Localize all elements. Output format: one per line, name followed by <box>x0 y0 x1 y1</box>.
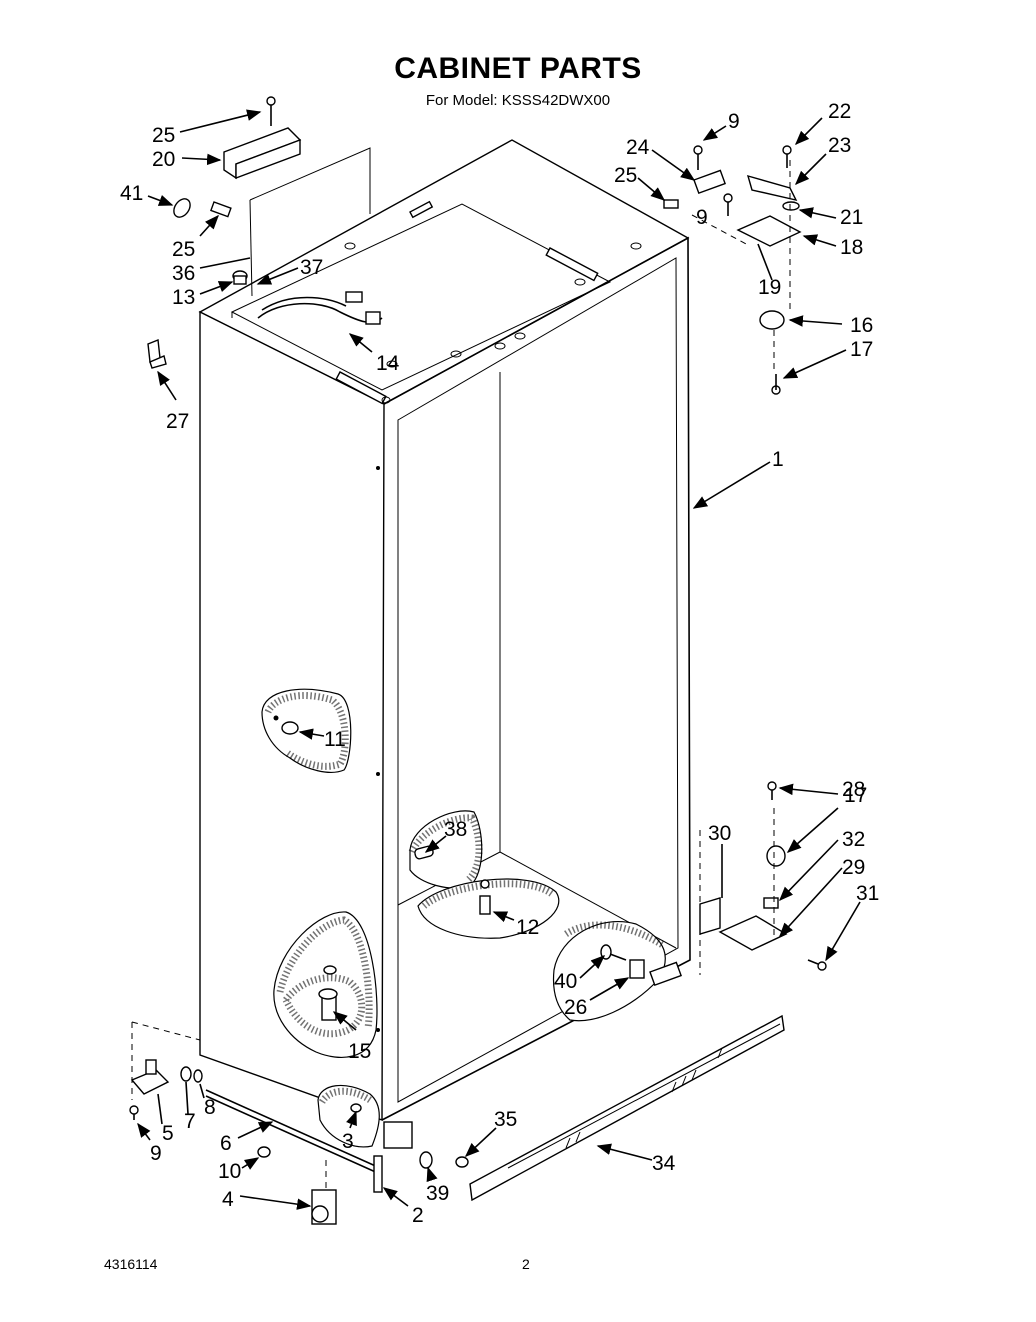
leveler-15 <box>318 965 338 1021</box>
callout-23: 23 <box>828 134 851 157</box>
callout-9: 9 <box>728 110 740 133</box>
callout-18: 18 <box>840 236 863 259</box>
screw-25-top <box>266 96 276 126</box>
callout-8: 8 <box>204 1096 216 1119</box>
callout-28: 28 <box>842 778 865 801</box>
callout-10: 10 <box>218 1160 241 1183</box>
model-subtitle: For Model: KSSS42DWX00 <box>425 92 611 109</box>
callout-17: 17 <box>844 784 867 807</box>
cover-20 <box>223 127 302 180</box>
grommet-11 <box>273 715 299 735</box>
callout-5: 5 <box>162 1122 174 1145</box>
callout-25: 25 <box>614 164 637 187</box>
callout-12: 12 <box>516 916 539 939</box>
callout-41: 41 <box>120 182 143 205</box>
callout-27: 27 <box>166 410 189 433</box>
callout-labels: 25 20 41 25 36 13 37 14 27 9 24 25 9 22 … <box>120 100 879 1227</box>
callout-13: 13 <box>172 286 195 309</box>
leader-lines <box>137 109 861 1210</box>
callout-24: 24 <box>626 136 650 159</box>
callout-3: 3 <box>342 1130 354 1153</box>
callout-11: 11 <box>324 728 346 751</box>
callout-7: 7 <box>184 1110 196 1133</box>
foam-cutaway-back-left <box>408 810 483 889</box>
callout-20: 20 <box>152 148 175 171</box>
hinge-bottom-right <box>699 781 827 975</box>
plug-41 <box>173 198 191 218</box>
callout-39: 39 <box>426 1182 449 1205</box>
leveler-12 <box>479 879 491 915</box>
screw-25-left <box>210 201 232 218</box>
clip-27 <box>147 339 167 369</box>
page-title: CABINET PARTS <box>394 52 642 85</box>
callout-35: 35 <box>494 1108 517 1131</box>
callout-30: 30 <box>708 822 731 845</box>
callout-31: 31 <box>856 882 879 905</box>
hinge-top-right <box>663 145 802 395</box>
bottom-left-assembly <box>129 1021 469 1225</box>
document-number: 4316114 <box>104 1256 158 1272</box>
callout-17: 17 <box>850 338 873 361</box>
callout-22: 22 <box>828 100 851 123</box>
callout-9: 9 <box>150 1142 162 1165</box>
callout-1: 1 <box>772 448 784 471</box>
callout-21: 21 <box>840 206 863 229</box>
plug-13 <box>232 270 248 285</box>
callout-16: 16 <box>850 314 873 337</box>
callout-14: 14 <box>376 352 400 375</box>
callout-29: 29 <box>842 856 865 879</box>
page-number: 2 <box>522 1256 530 1272</box>
callout-19: 19 <box>758 276 781 299</box>
callout-4: 4 <box>222 1188 234 1211</box>
callout-25: 25 <box>172 238 195 261</box>
callout-6: 6 <box>220 1132 232 1155</box>
callout-25: 25 <box>152 124 175 147</box>
callout-34: 34 <box>652 1152 676 1175</box>
callout-37: 37 <box>300 256 323 279</box>
callout-26: 26 <box>564 996 587 1019</box>
callout-2: 2 <box>412 1204 424 1227</box>
callout-38: 38 <box>444 818 467 841</box>
callout-40: 40 <box>554 970 577 993</box>
callout-36: 36 <box>172 262 195 285</box>
foam-cutaway-lower-left <box>273 911 378 1058</box>
callout-32: 32 <box>842 828 865 851</box>
toe-grille-34 <box>469 1014 785 1202</box>
callout-9: 9 <box>696 206 708 229</box>
callout-15: 15 <box>348 1040 371 1063</box>
bracket-26 <box>629 959 682 987</box>
